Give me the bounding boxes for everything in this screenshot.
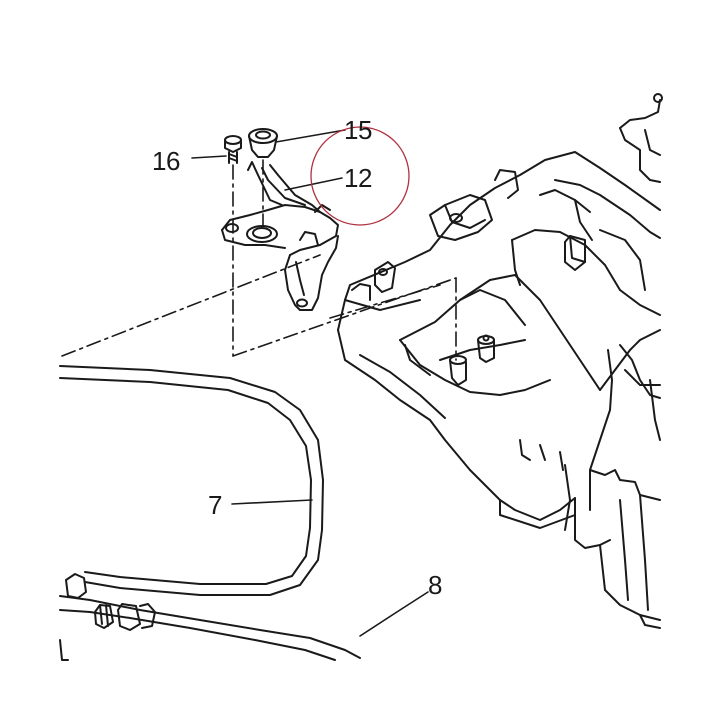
bracket-part-12	[221, 161, 339, 311]
callout-12: 12	[344, 163, 372, 193]
callout-8: 8	[428, 570, 442, 600]
cable-part-8	[59, 573, 361, 661]
callout-15: 15	[344, 115, 372, 145]
assembly-lines	[61, 159, 457, 361]
callout-7: 7	[208, 490, 222, 520]
leader-lines	[191, 129, 429, 637]
housing-tray	[337, 93, 663, 629]
highlight-circle	[310, 126, 410, 226]
callout-16: 16	[152, 146, 180, 176]
bolt-part-16	[224, 135, 242, 164]
grommet-part-15	[248, 128, 278, 158]
cable-part-7	[59, 365, 324, 596]
